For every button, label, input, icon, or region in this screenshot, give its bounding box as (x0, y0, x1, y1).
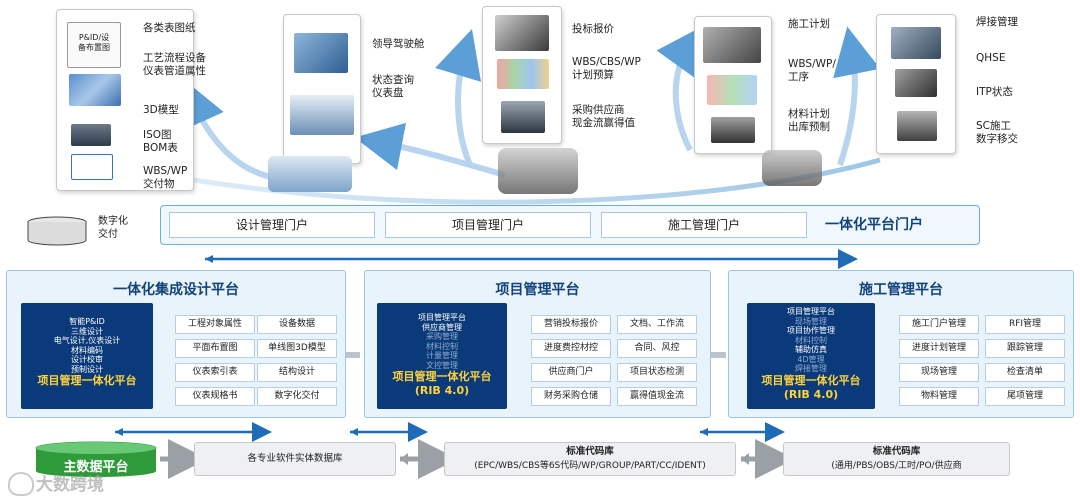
welding-item-3: SC施工 数字移交 (976, 120, 1018, 145)
project-func-4[interactable]: 供应商门户 (531, 363, 611, 382)
design-item-3: ISO图 BOM表 (143, 129, 178, 154)
welding-card (876, 14, 956, 154)
construction-platform-title: 施工管理平台 (859, 282, 943, 298)
bidding-item-1: WBS/CBS/WP 计划预算 (572, 56, 641, 81)
wbs-thumbnail (71, 154, 113, 180)
status-dashboard-thumbnail (290, 95, 354, 135)
design-func-7[interactable]: 数字化交付 (257, 387, 337, 406)
monitor-screens-thumbnail (268, 156, 352, 192)
construction-func-5[interactable]: 检查清单 (985, 363, 1065, 382)
master-data-cylinder (35, 441, 157, 477)
standard-code-title-1: 标准代码库 (566, 446, 614, 457)
arc-to-bidding (435, 29, 482, 167)
software-database-title: 各专业软件实体数据库 (247, 453, 343, 464)
project-func-6[interactable]: 财务采购仓储 (531, 387, 611, 406)
design-item-0: 各类表图纸 (143, 22, 196, 34)
workpackage-thumbnail (707, 75, 757, 105)
design-func-0[interactable]: 工程对象属性 (175, 315, 255, 334)
welding-item-0: 焊接管理 (976, 16, 1018, 28)
design-func-2[interactable]: 平面布置图 (175, 339, 255, 358)
portal-title: 一体化平台门户 (825, 217, 923, 233)
construction-platform-core: 项目管理平台 现场管理 项目协作管理 材料控制 辅助仿真 4D管理 焊接管理 项… (747, 303, 875, 409)
welding-thumbnail (891, 27, 941, 59)
construction-item-2: 材料计划 出库预制 (788, 108, 830, 133)
welding-item-1: QHSE (976, 52, 1006, 64)
watermark-text: 大数跨境 (36, 475, 104, 495)
standard-code-box-1: 标准代码库 (EPC/WBS/CBS等6S代码/WP/GROUP/PART/CC… (444, 442, 736, 476)
design-func-6[interactable]: 仪表规格书 (175, 387, 255, 406)
design-docs-card: P&ID/设 备布置图 各类表图纸 工艺流程设备 仪表管道属性 3D模型 ISO… (56, 9, 206, 191)
procurement-thumbnail (501, 101, 545, 133)
design-func-4[interactable]: 仪表索引表 (175, 363, 255, 382)
construction-func-2[interactable]: 进度计划管理 (899, 339, 979, 358)
construction-func-6[interactable]: 物料管理 (899, 387, 979, 406)
design-func-3[interactable]: 单线图3D模型 (257, 339, 337, 358)
construction-func-4[interactable]: 现场管理 (899, 363, 979, 382)
design-platform-panel: 一体化集成设计平台 智能P&ID 三维设计 电气设计,仪表设计 材料编码 设计校… (6, 270, 346, 418)
material-thumbnail (711, 117, 755, 143)
leader-cockpit-thumbnail (294, 33, 348, 73)
project-func-3[interactable]: 合同、风控 (617, 339, 697, 358)
project-func-2[interactable]: 进度费控材控 (531, 339, 611, 358)
project-platform-panel: 项目管理平台 项目管理平台 供应商管理 采购管理 材料控制 计量管理 文控管理 … (364, 270, 711, 418)
3d-model-thumbnail (71, 124, 111, 146)
bidding-item-2: 采购供应商 现金流赢得值 (572, 104, 635, 129)
pid-drawing-tag: P&ID/设 备布置图 (78, 33, 110, 52)
watermark-logo-icon (8, 472, 34, 496)
arc-to-design (179, 78, 276, 181)
meeting-thumbnail (495, 15, 549, 51)
construction-func-3[interactable]: 跟踪管理 (985, 339, 1065, 358)
dashboard-card (283, 14, 361, 164)
design-item-1: 工艺流程设备 仪表管道属性 (143, 52, 206, 77)
design-portal-button[interactable]: 设计管理门户 (169, 212, 375, 238)
integrated-portal: 设计管理门户 项目管理门户 施工管理门户 一体化平台门户 (160, 205, 980, 245)
construction-card (694, 16, 772, 154)
people-group-thumbnail (498, 148, 578, 194)
project-platform-core: 项目管理平台 供应商管理 采购管理 材料控制 计量管理 文控管理 项目管理一体化… (377, 303, 507, 409)
pid-drawing-thumbnail: P&ID/设 备布置图 (67, 22, 121, 68)
dashboard-item-0: 领导驾驶舱 (372, 38, 425, 50)
project-func-0[interactable]: 营销投标报价 (531, 315, 611, 334)
standard-code-subtitle-2: (通用/PBS/OBS/工时/PO/供应商 (831, 461, 962, 471)
standard-code-subtitle-1: (EPC/WBS/CBS等6S代码/WP/GROUP/PART/CC/IDENT… (474, 461, 706, 471)
construction-func-7[interactable]: 尾项管理 (985, 387, 1065, 406)
software-database-box: 各专业软件实体数据库 (194, 442, 396, 476)
project-func-5[interactable]: 项目状态检测 (617, 363, 697, 382)
dashboard-item-1: 状态查询 仪表盘 (372, 74, 414, 99)
process-map-thumbnail (69, 74, 121, 106)
handshake-thumbnail (762, 150, 822, 186)
master-data-label: 主数据平台 (63, 460, 129, 475)
standard-code-box-2: 标准代码库 (通用/PBS/OBS/工时/PO/供应商 (783, 442, 1010, 476)
bidding-card (482, 6, 562, 144)
digital-delivery-label: 数字化 交付 (98, 216, 128, 240)
construction-item-1: WBS/WP/ 工序 (788, 58, 836, 83)
standard-code-title-2: 标准代码库 (872, 446, 921, 457)
welding-item-2: ITP状态 (976, 86, 1013, 98)
construction-portal-button[interactable]: 施工管理门户 (601, 212, 807, 238)
design-item-4: WBS/WP 交付物 (143, 165, 188, 190)
design-platform-core: 智能P&ID 三维设计 电气设计,仪表设计 材料编码 设计校审 预制设计 项目管… (21, 303, 153, 409)
construction-plan-thumbnail (703, 27, 761, 63)
construction-platform-panel: 施工管理平台 项目管理平台 现场管理 项目协作管理 材料控制 辅助仿真 4D管理… (728, 270, 1074, 418)
project-platform-title: 项目管理平台 (495, 282, 580, 298)
construction-item-0: 施工计划 (788, 18, 830, 30)
wbs-boxes-thumbnail (497, 59, 549, 89)
qhse-thumbnail (895, 69, 937, 97)
design-platform-title: 一体化集成设计平台 (113, 282, 239, 298)
bidding-item-0: 投标报价 (572, 23, 614, 35)
construction-func-1[interactable]: RFI管理 (985, 315, 1065, 334)
project-func-1[interactable]: 文档、工作流 (617, 315, 697, 334)
design-item-2: 3D模型 (143, 104, 179, 116)
project-func-7[interactable]: 赢得值现金流 (617, 387, 697, 406)
design-func-5[interactable]: 结构设计 (257, 363, 337, 382)
sc-handover-thumbnail (897, 111, 937, 141)
project-portal-button[interactable]: 项目管理门户 (385, 212, 591, 238)
arc-to-welding (833, 26, 881, 166)
database-icon (27, 216, 87, 246)
design-func-1[interactable]: 设备数据 (257, 315, 337, 334)
arc-to-construction (656, 25, 705, 152)
construction-func-0[interactable]: 施工门户管理 (899, 315, 979, 334)
arc-to-dashboard (354, 122, 506, 178)
